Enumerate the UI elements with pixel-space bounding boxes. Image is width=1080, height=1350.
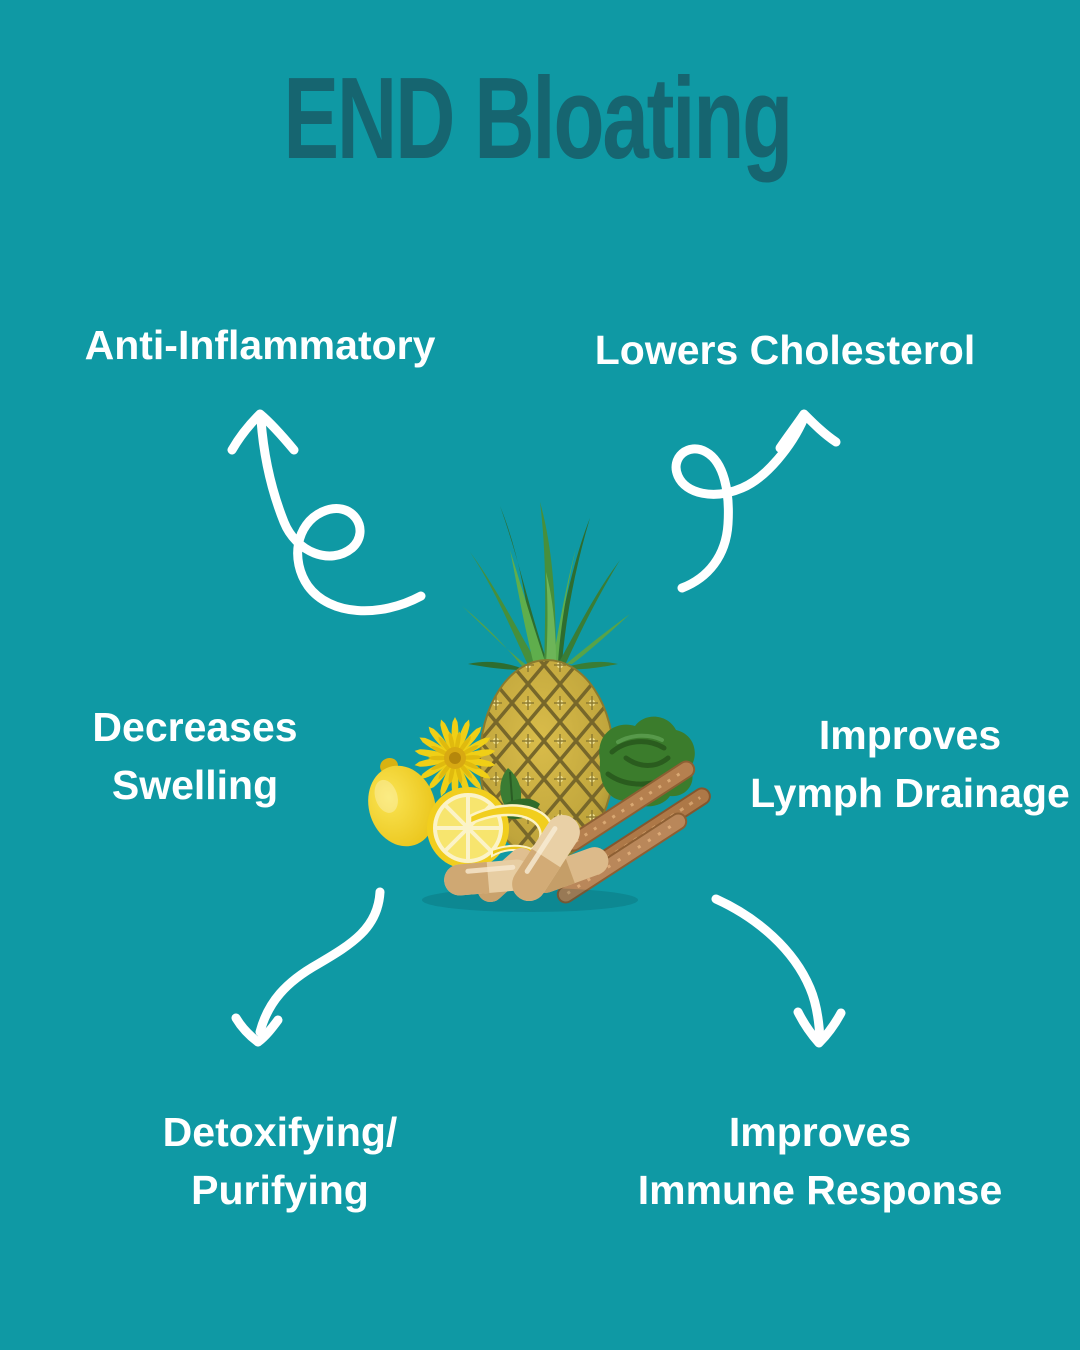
lemon-slice-icon (427, 787, 509, 869)
curved-arrow-down-left-icon (231, 887, 385, 1047)
supplement-capsules-icon (422, 815, 638, 912)
benefit-improves-immune-response: Improves Immune Response (637, 1109, 1003, 1214)
curly-arrow-up-left-icon (227, 409, 426, 616)
burdock-root-icon (556, 760, 711, 904)
lemon-icon (368, 757, 436, 847)
dandelion-flower-icon (414, 717, 496, 799)
ingredients-collage (368, 502, 711, 912)
benefit-anti-inflammatory: Anti-Inflammatory (84, 322, 436, 368)
curved-arrow-down-right-icon (711, 894, 846, 1048)
benefit-lowers-cholesterol: Lowers Cholesterol (594, 327, 976, 373)
benefit-improves-lymph-drainage: Improves Lymph Drainage (750, 712, 1070, 817)
benefit-detoxifying-purifying: Detoxifying/ Purifying (162, 1109, 398, 1214)
page-title: END Bloating (283, 53, 793, 183)
benefit-decreases-swelling: Decreases Swelling (92, 704, 298, 809)
curly-arrow-up-right-icon (671, 409, 841, 593)
